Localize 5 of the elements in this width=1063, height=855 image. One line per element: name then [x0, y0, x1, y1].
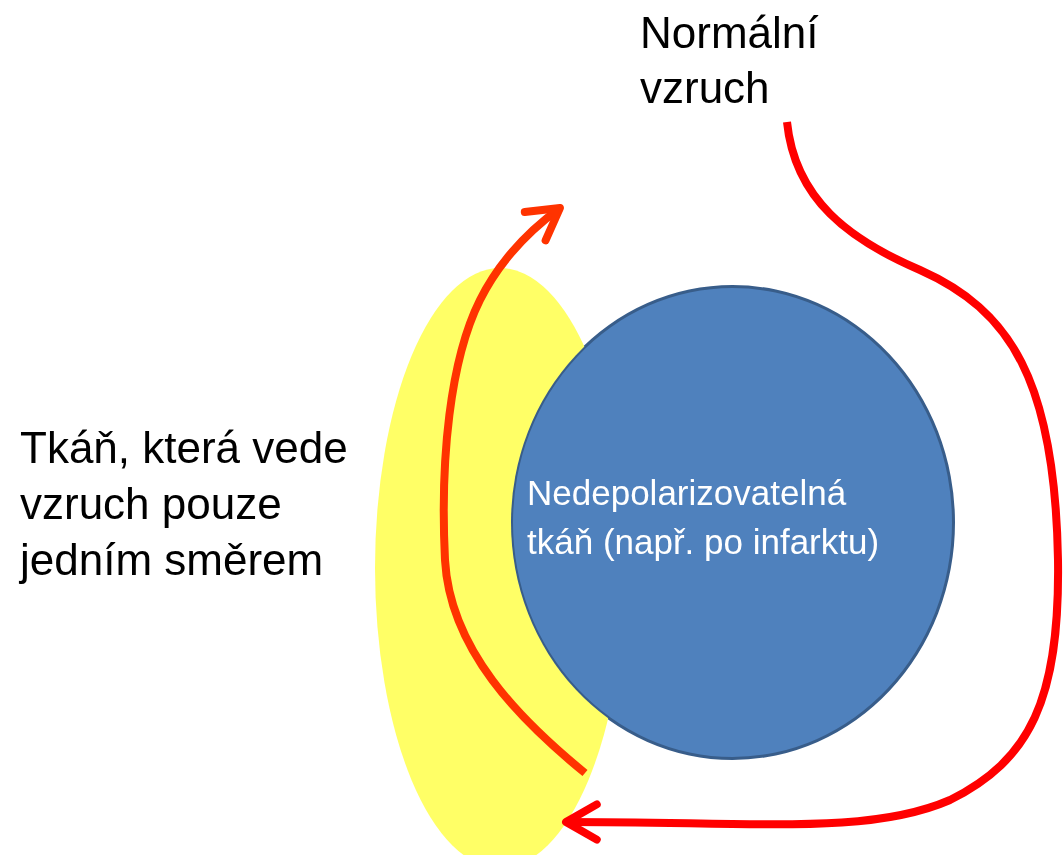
arrow — [562, 121, 1062, 844]
impulse-label: Normální vzruch — [640, 5, 900, 115]
tissue-label: Tkáň, která vede vzruch pouze jedním směrem — [20, 422, 349, 586]
circle-text: Nedepolarizovatelná tkáň (např. po infarktu) — [527, 472, 881, 563]
arrow — [439, 204, 588, 777]
